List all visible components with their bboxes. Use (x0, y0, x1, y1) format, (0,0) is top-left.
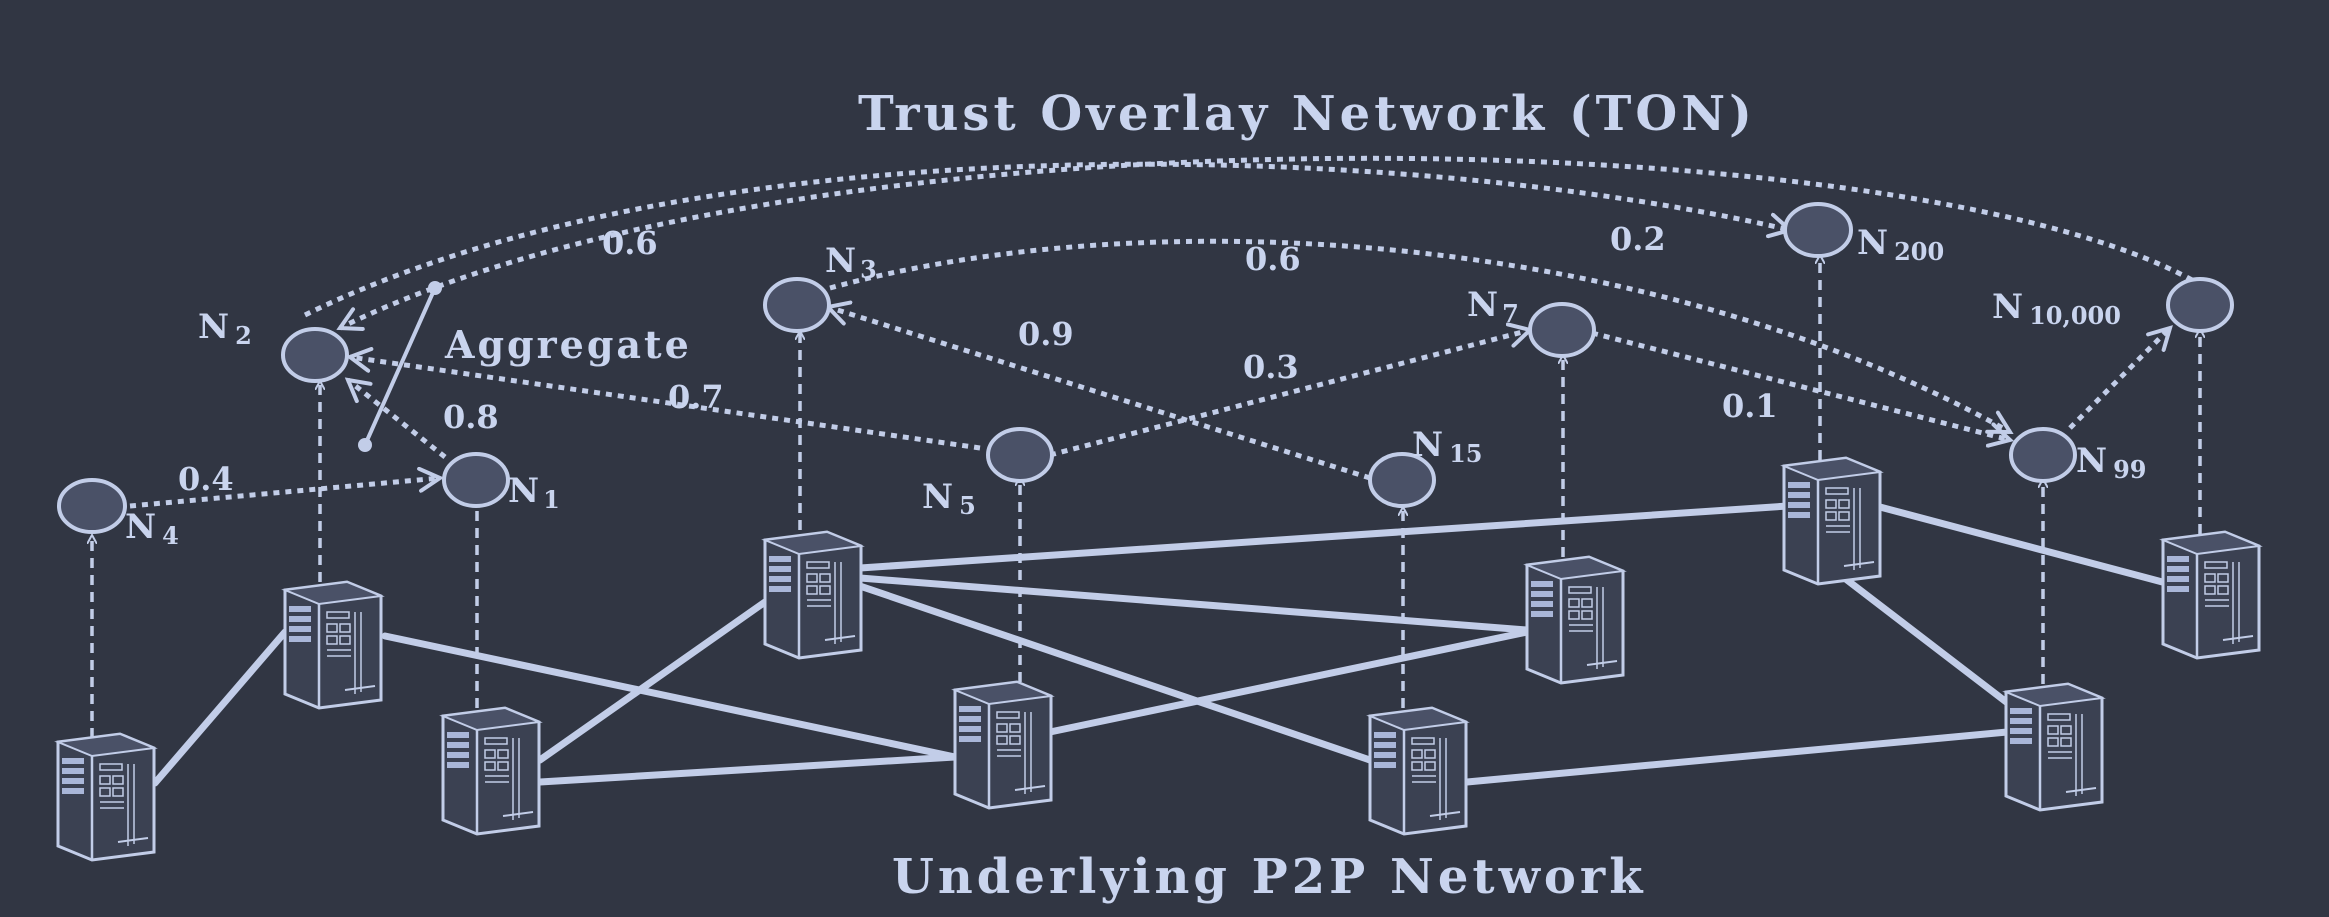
weight-label: 0.6 (1245, 240, 1301, 278)
mapping-lines (92, 256, 2200, 738)
node-n4[interactable] (57, 478, 127, 534)
server-icon[interactable] (1368, 706, 1468, 836)
p2p-links (151, 502, 2170, 787)
server-icon[interactable] (1782, 456, 1882, 586)
node-n5[interactable] (986, 427, 1054, 483)
node-n1[interactable] (442, 452, 510, 508)
node-n200[interactable] (1783, 202, 1853, 258)
p2p-title: Underlying P2P Network (892, 849, 1646, 905)
node-n3[interactable] (763, 277, 831, 333)
node-n15[interactable] (1368, 452, 1436, 508)
weight-label: 0.6 (602, 224, 658, 262)
server-icon[interactable] (283, 580, 383, 710)
node-n7[interactable] (1528, 302, 1596, 358)
aggregate-marker: Aggregate (358, 281, 692, 452)
node-n10000[interactable] (2166, 277, 2234, 333)
weight-label: 0.2 (1610, 220, 1666, 258)
node-n99[interactable] (2009, 427, 2077, 483)
weight-label: 0.7 (668, 378, 724, 416)
server-icon[interactable] (2161, 530, 2261, 660)
weight-label: 0.8 (443, 398, 499, 436)
aggregate-label: Aggregate (444, 322, 692, 367)
weight-label: 0.3 (1243, 348, 1299, 386)
weight-label: 0.1 (1722, 387, 1778, 425)
server-icon[interactable] (441, 706, 541, 836)
trust-edges (129, 155, 2194, 509)
server-icon[interactable] (2004, 682, 2104, 812)
server-icon[interactable] (953, 680, 1053, 810)
overlay-nodes (57, 202, 2234, 534)
overlay-title: Trust Overlay Network (TON) (858, 86, 1756, 142)
weight-label: 0.9 (1018, 315, 1074, 353)
server-icon[interactable] (763, 530, 863, 660)
node-n2[interactable] (281, 327, 349, 383)
server-icon[interactable] (1525, 555, 1625, 685)
weights: 0.6 0.2 0.6 0.9 0.3 0.7 0.8 0.4 0.1 (178, 220, 1778, 498)
weight-label: 0.4 (178, 460, 234, 498)
server-icon[interactable] (56, 732, 156, 862)
